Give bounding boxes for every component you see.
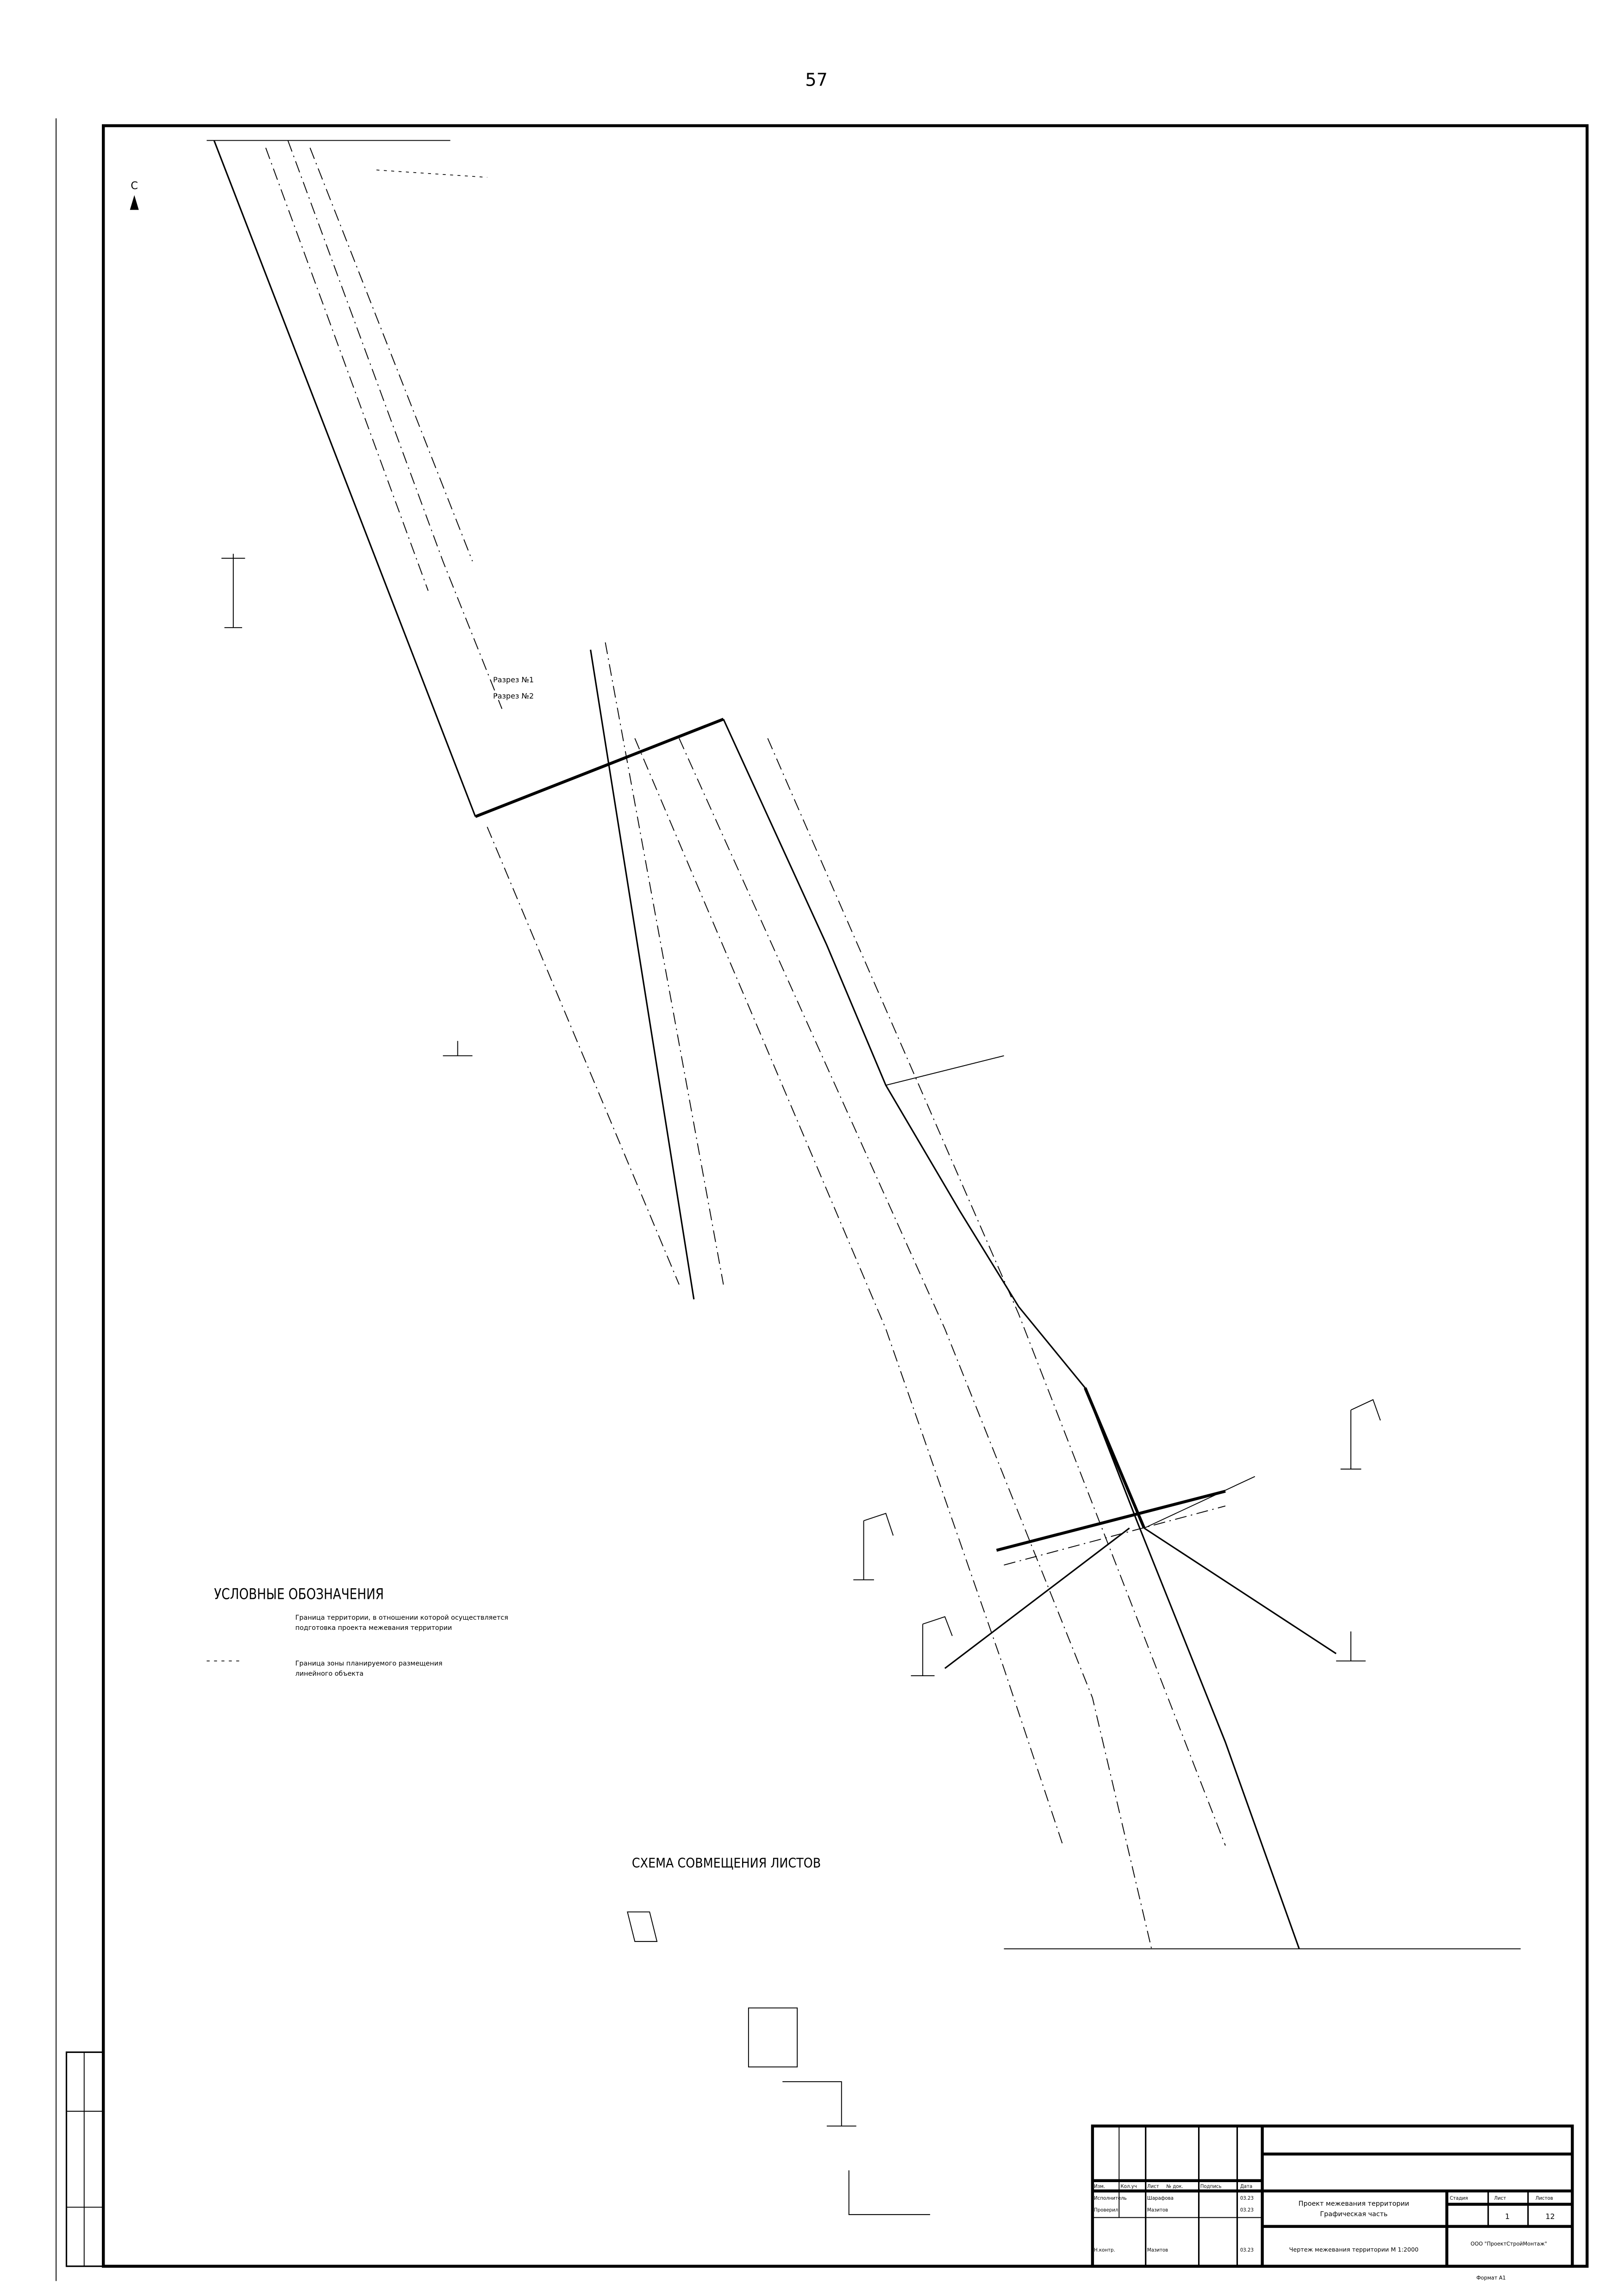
title-block: Изм. Кол.уч Лист № док. Подпись Дата Исп… bbox=[1091, 2124, 1574, 2281]
legend: УСЛОВНЫЕ ОБОЗНАЧЕНИЯ Граница территории,… bbox=[206, 1585, 508, 1678]
power-tower-icon bbox=[221, 554, 1381, 1677]
svg-text:подготовка проекта межевания т: подготовка проекта межевания территории bbox=[295, 1624, 452, 1632]
territory-boundary bbox=[206, 140, 1521, 1950]
svg-text:Графическая часть: Графическая часть bbox=[1320, 2210, 1387, 2218]
svg-text:С: С bbox=[131, 180, 138, 192]
svg-text:1: 1 bbox=[1505, 2212, 1510, 2221]
svg-text:Стадия: Стадия bbox=[1450, 2196, 1468, 2201]
drawing-frame bbox=[102, 124, 1589, 2268]
binding-stamp bbox=[65, 2051, 104, 2267]
svg-text:Лист: Лист bbox=[1494, 2196, 1506, 2201]
svg-text:Исполнитель Шарафова: Исполнитель Шарафова 03.23 Проверил Мази… bbox=[1094, 2196, 1255, 2253]
section-1-label: Разрез №1 bbox=[493, 675, 534, 684]
north-arrow-icon: С bbox=[130, 180, 139, 210]
section-2-label: Разрез №2 bbox=[493, 692, 534, 700]
svg-text:Граница территории, в отношени: Граница территории, в отношении которой … bbox=[295, 1614, 508, 1622]
svg-text:УСЛОВНЫЕ ОБОЗНАЧЕНИЯ: УСЛОВНЫЕ ОБОЗНАЧЕНИЯ bbox=[214, 1585, 384, 1603]
svg-text:Изм. Кол.уч Лист: Изм. Кол.уч Лист № док. Подпись Дата bbox=[1094, 2184, 1252, 2190]
svg-text:Листов: Листов bbox=[1536, 2196, 1553, 2201]
svg-text:Проект межевания территории: Проект межевания территории bbox=[1299, 2200, 1409, 2208]
svg-text:ООО "ПроектСтройМонтаж": ООО "ПроектСтройМонтаж" bbox=[1471, 2241, 1547, 2247]
svg-text:12: 12 bbox=[1545, 2212, 1555, 2221]
svg-text:СХЕМА СОВМЕЩЕНИЯ ЛИСТОВ: СХЕМА СОВМЕЩЕНИЯ ЛИСТОВ bbox=[632, 1855, 821, 1871]
page-number: 57 bbox=[805, 69, 828, 90]
svg-text:линейного объекта: линейного объекта bbox=[295, 1670, 363, 1678]
sheet-scheme: СХЕМА СОВМЕЩЕНИЯ ЛИСТОВ bbox=[627, 1855, 931, 2215]
svg-text:Чертеж межевания территории М: Чертеж межевания территории М 1:2000 bbox=[1289, 2246, 1419, 2253]
svg-text:Формат А1: Формат А1 bbox=[1476, 2275, 1506, 2281]
svg-text:Граница зоны планируемого разм: Граница зоны планируемого размещения bbox=[295, 1660, 443, 1667]
